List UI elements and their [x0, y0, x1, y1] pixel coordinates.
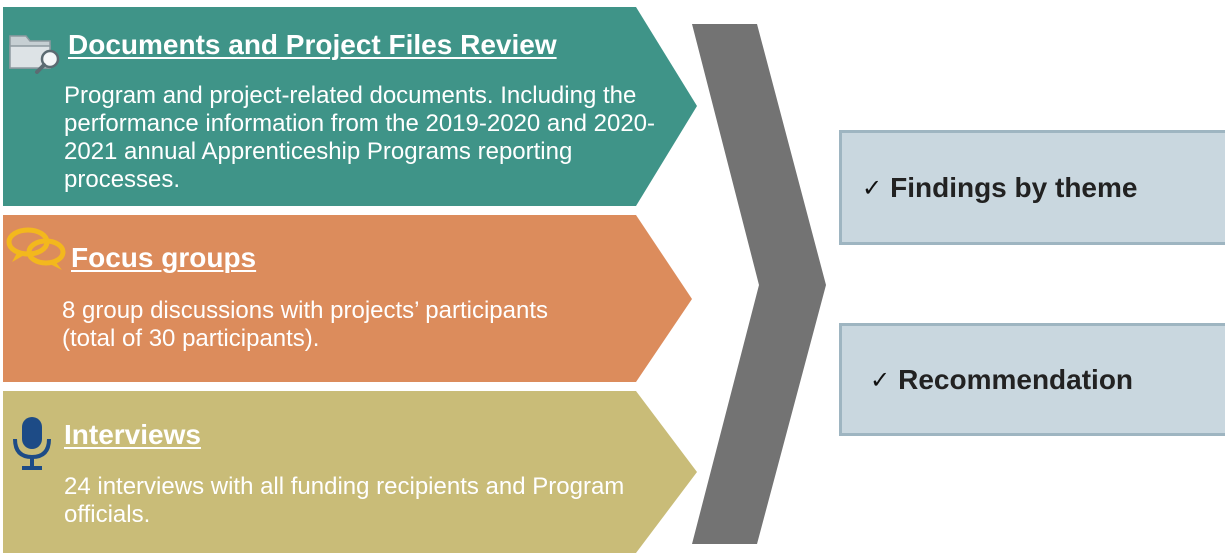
documents-heading: Documents and Project Files Review: [68, 29, 557, 60]
checkmark-icon: ✓: [862, 173, 883, 202]
folder-search-icon: [9, 35, 60, 74]
banner-interviews: [3, 391, 697, 553]
banner-documents: [3, 7, 697, 206]
output-recommendation-box: ✓ Recommendation: [839, 323, 1225, 436]
banner-focus-groups: [3, 215, 692, 382]
focus-groups-heading: Focus groups: [71, 242, 257, 273]
output-recommendation-label: Recommendation: [898, 363, 1134, 395]
chevron-arrow: [692, 24, 826, 544]
interviews-heading: Interviews: [64, 419, 201, 450]
output-findings-box: ✓ Findings by theme: [839, 130, 1225, 245]
checkmark-icon: ✓: [870, 365, 891, 394]
output-findings-label: Findings by theme: [890, 171, 1138, 203]
focus-groups-description: 8 group discussions with projects’ parti…: [62, 297, 549, 352]
chat-bubbles-icon: [6, 227, 66, 270]
documents-description: Program and project-related documents. I…: [64, 82, 656, 193]
microphone-icon: [13, 417, 51, 470]
interviews-description: 24 interviews with all funding recipient…: [64, 473, 625, 528]
